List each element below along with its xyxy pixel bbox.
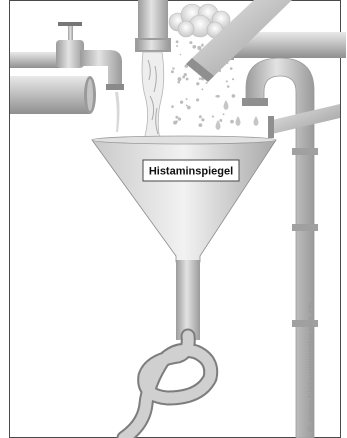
rain-drop (219, 119, 222, 122)
rain-drop (232, 78, 234, 80)
rain-drop (176, 40, 179, 43)
rain-drop (223, 113, 225, 115)
left-lower-pipe (10, 76, 96, 114)
rain-drop (230, 67, 233, 70)
rain-drop (196, 98, 199, 101)
rain-drop (201, 118, 204, 121)
rain-drop (215, 95, 217, 97)
rain-drop (186, 104, 188, 106)
rain-drop (197, 46, 201, 50)
rain-drop (201, 88, 203, 90)
knotted-hose (124, 336, 211, 438)
rain-drop (175, 116, 178, 119)
funnel-label-box: Histaminspiegel (143, 160, 239, 181)
rain-drop (178, 77, 182, 81)
rain-drop (199, 123, 203, 127)
rain-drop (171, 70, 174, 73)
center-top-pipe (135, 0, 171, 52)
left-upper-pipe (10, 52, 62, 68)
rain-drop (230, 120, 234, 124)
rain-drop (176, 120, 178, 122)
rain-drop (199, 78, 201, 80)
rain-drop (206, 82, 208, 84)
funnel-label: Histaminspiegel (149, 166, 233, 178)
watermark-text: © www.histaminintoleranz.ch (306, 302, 317, 432)
rain-drop (201, 44, 203, 46)
rain-drop (186, 98, 188, 100)
rain-drop (184, 73, 187, 76)
faucet-drip (115, 92, 120, 132)
rain-drop (178, 81, 181, 84)
rain-drop (232, 94, 236, 98)
rain-drop (180, 101, 183, 104)
rain-drop (192, 45, 196, 49)
rain-drop (196, 82, 199, 85)
rain-drop (171, 105, 174, 108)
rain-drop (227, 85, 230, 88)
rain-drop (199, 115, 202, 118)
rain-drop (176, 45, 178, 47)
water-stream (142, 52, 164, 140)
rain-drop (187, 106, 191, 110)
rain-drop (189, 41, 192, 44)
rain-drop (180, 54, 182, 56)
rain-drop (186, 78, 189, 81)
rain-drop (212, 115, 214, 117)
rain-drop (172, 67, 174, 69)
rain-drop (226, 80, 228, 82)
rain-drop (178, 118, 181, 121)
